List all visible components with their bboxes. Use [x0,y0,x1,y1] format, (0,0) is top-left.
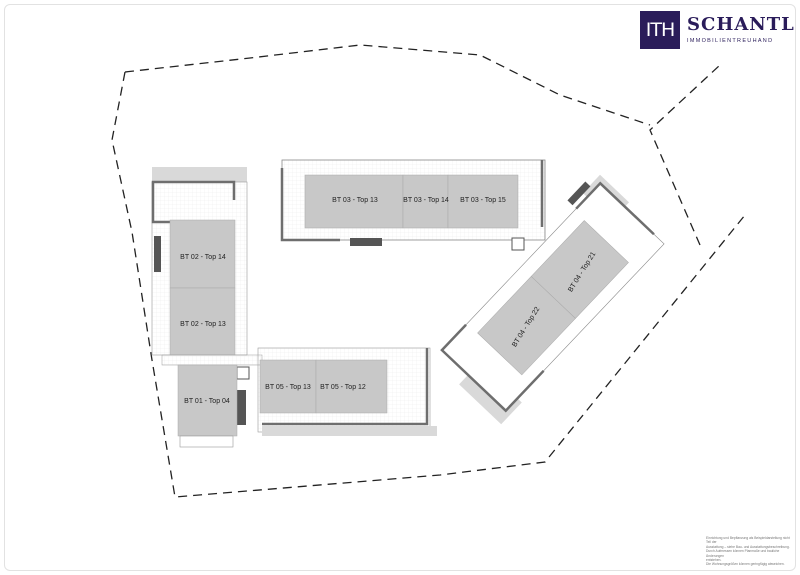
disclaimer-line: Die Wohnungsgrößen können geringfügig ab… [706,562,785,567]
unit-label: BT 03 - Top 15 [460,197,506,204]
unit-label: BT 03 - Top 13 [332,197,378,204]
unit-label: BT 05 - Top 13 [265,384,311,391]
logo-mark: ITH [640,11,680,49]
building-bt01: BT 01 - Top 04 [161,354,263,448]
unit-label: BT 03 - Top 14 [403,197,449,204]
company-logo: ITH SCHANTL IMMOBILIENTREUHAND [640,11,795,49]
unit-label: BT 01 - Top 04 [184,398,230,405]
building-bt05: BT 05 - Top 13 BT 05 - Top 12 [257,347,437,436]
property-boundary [111,44,746,498]
unit-bt05-top12[interactable] [315,359,388,414]
unit-bt02-top14[interactable] [169,219,236,289]
unit-bt01-top04[interactable] [177,364,238,437]
unit-bt03-top14[interactable] [402,174,449,229]
building-bt02: BT 02 - Top 14 BT 02 - Top 13 [151,167,248,356]
disclaimer-line: Ausstattung – siehe Bau- und Ausstattung… [706,544,790,549]
page-frame [4,4,796,571]
disclaimer-line: Durch Aufmessen können Planmaße und baul… [706,549,780,558]
building-bt03: BT 03 - Top 13 BT 03 - Top 14 BT 03 - To… [280,159,546,251]
unit-bt03-top15[interactable] [447,174,519,229]
logo-subtitle: IMMOBILIENTREUHAND [687,38,774,44]
disclaimer-line: Einrichtung und Bepflanzung als Beispiel… [706,536,790,545]
disclaimer-line: entstehen. [706,558,722,563]
building-bt04 [440,174,665,425]
logo-name: SCHANTL [687,14,795,35]
unit-label: BT 05 - Top 12 [320,384,366,391]
unit-bt04-top21[interactable] [530,220,629,319]
unit-label: BT 02 - Top 14 [180,254,226,261]
disclaimer-note: Einrichtung und Bepflanzung als Beispiel… [706,536,792,567]
unit-bt02-top13[interactable] [169,287,236,356]
unit-label: BT 02 - Top 13 [180,321,226,328]
